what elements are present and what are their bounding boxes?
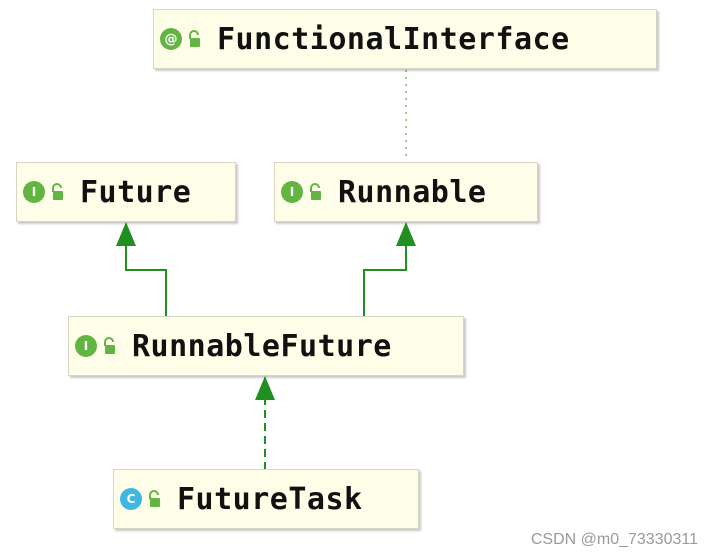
public-access-icon	[52, 183, 63, 200]
node-name: FutureTask	[177, 481, 363, 517]
node-future[interactable]: I Future	[16, 162, 236, 222]
public-access-icon	[310, 183, 321, 200]
interface-icon: I	[281, 181, 303, 203]
node-name: FunctionalInterface	[217, 21, 570, 57]
public-access-icon	[104, 337, 115, 354]
node-functional-interface[interactable]: @ FunctionalInterface	[153, 9, 657, 69]
extends-link-future	[125, 240, 167, 318]
extends-arrowhead-runnable	[396, 222, 416, 246]
watermark: CSDN @m0_73330311	[530, 531, 698, 548]
extends-arrowhead-future	[116, 222, 136, 246]
interface-icon: I	[23, 181, 45, 203]
annotation-type-icon: @	[160, 28, 182, 50]
class-icon: C	[120, 488, 142, 510]
node-runnable[interactable]: I Runnable	[274, 162, 538, 222]
implements-arrowhead-runnablefuture	[255, 376, 275, 400]
public-access-icon	[149, 490, 160, 507]
node-name: RunnableFuture	[132, 328, 392, 364]
node-runnable-future[interactable]: I RunnableFuture	[68, 316, 464, 376]
public-access-icon	[189, 30, 200, 47]
interface-icon: I	[75, 335, 97, 357]
node-name: Future	[80, 174, 192, 210]
node-name: Runnable	[338, 174, 487, 210]
node-future-task[interactable]: C FutureTask	[113, 469, 419, 529]
extends-link-runnable	[363, 240, 407, 318]
